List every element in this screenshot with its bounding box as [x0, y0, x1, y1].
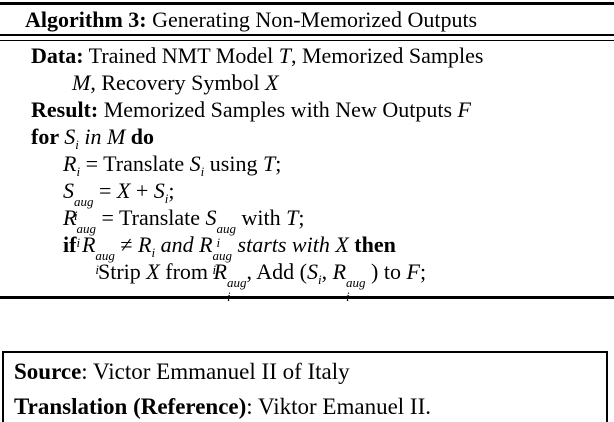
- math-var-X: X: [265, 70, 279, 95]
- math-var-R-aug-i: R: [199, 232, 213, 257]
- math-sup-aug: aug: [95, 248, 115, 263]
- translation-label: Translation (Reference): [14, 394, 247, 419]
- math-sub-i: i: [151, 245, 156, 260]
- algorithm-data-line-1: Data: Trained NMT Model T, Memorized Sam…: [0, 42, 614, 69]
- text-segment: Trained NMT Model: [83, 43, 279, 68]
- algorithm-caption-double-rule: [0, 34, 614, 41]
- starts-with-text: starts with: [232, 232, 336, 257]
- text-segment: ) to: [365, 259, 407, 284]
- math-var-X: X: [146, 259, 160, 284]
- text-segment: using: [204, 151, 263, 176]
- text-segment: with: [236, 205, 287, 230]
- math-var-R-aug-i: R: [213, 259, 227, 284]
- math-sub-i: i: [75, 137, 79, 152]
- math-var-T: T: [278, 43, 291, 68]
- math-var-S-aug-i: S: [63, 178, 74, 203]
- algorithm-top-rule: [0, 2, 614, 5]
- text-segment: Strip: [98, 259, 147, 284]
- math-var-R-i: R: [137, 232, 152, 257]
- math-var-M: M: [106, 124, 126, 149]
- math-sub-i: i: [76, 164, 81, 179]
- math-sub-i: i: [212, 262, 217, 277]
- math-var-S-aug-i: S: [205, 205, 217, 230]
- math-sub-i: i: [76, 235, 81, 250]
- math-var-F: F: [457, 97, 471, 122]
- algorithm-caption-title: Generating Non-Memorized Outputs: [146, 7, 478, 32]
- math-var-S-i: S: [306, 259, 318, 284]
- algorithm-caption: Algorithm 3: Generating Non-Memorized Ou…: [25, 6, 610, 34]
- if-keyword: if: [63, 232, 82, 257]
- math-sup-aug: aug: [346, 275, 366, 290]
- then-keyword: then: [348, 232, 396, 257]
- source-label: Source: [14, 359, 82, 384]
- example-translation-line: Translation (Reference): Viktor Emanuel …: [14, 389, 606, 422]
- math-var-S-i: S: [189, 151, 201, 176]
- math-sup-aug: aug: [212, 248, 233, 263]
- example-box: Source: Victor Emmanuel II of Italy Tran…: [2, 351, 608, 422]
- text-segment: = Translate: [95, 205, 206, 230]
- math-var-T: T: [262, 151, 276, 176]
- math-var-R-i: R: [63, 151, 77, 176]
- text-segment: = Translate: [80, 151, 190, 176]
- algorithm-body: Data: Trained NMT Model T, Memorized Sam…: [0, 42, 614, 303]
- text-segment: +: [130, 178, 154, 203]
- and-keyword: and: [155, 232, 200, 257]
- math-sub-i: i: [95, 262, 100, 277]
- text-segment: ;: [298, 205, 305, 230]
- math-sup-aug: aug: [226, 275, 247, 290]
- text-segment: ;: [275, 151, 282, 176]
- math-sub-i: i: [74, 208, 78, 223]
- math-var-M: M: [72, 70, 91, 95]
- math-var-X: X: [335, 232, 349, 257]
- algorithm-for-line: for Si in M do: [0, 123, 614, 152]
- math-sup-aug: aug: [76, 221, 96, 236]
- math-var-X: X: [116, 178, 131, 203]
- example-source-line: Source: Victor Emmanuel II of Italy: [14, 354, 606, 389]
- math-var-S-i: S: [64, 124, 76, 149]
- text-segment: ;: [168, 178, 175, 203]
- math-sub-i: i: [200, 164, 205, 179]
- algorithm-result-line: Result: Memorized Samples with New Outpu…: [0, 96, 614, 123]
- text-segment: =: [93, 178, 117, 203]
- not-equal-operator: ≠: [114, 232, 138, 257]
- algorithm-translate-line: Ri = Translate Si using T;: [0, 150, 614, 179]
- math-var-R-aug-i: R: [63, 205, 77, 230]
- math-sub-i: i: [216, 235, 221, 250]
- do-keyword: do: [125, 124, 155, 149]
- math-sup-aug: aug: [216, 221, 237, 236]
- math-sup-aug: aug: [74, 194, 94, 209]
- text-segment: ,: [321, 259, 333, 284]
- text-segment: , Add (: [246, 259, 307, 284]
- data-keyword: Data:: [31, 43, 84, 68]
- math-var-R-aug-i: R: [332, 259, 347, 284]
- text-segment: , Recovery Symbol: [90, 70, 266, 95]
- math-var-F: F: [406, 259, 420, 284]
- text-segment: ;: [419, 259, 427, 284]
- algorithm-caption-label: Algorithm 3:: [25, 7, 147, 32]
- math-sub-i: i: [317, 272, 322, 287]
- algorithm-bottom-rule: [0, 296, 614, 299]
- source-text: : Victor Emmanuel II of Italy: [81, 359, 350, 384]
- text-segment: Memorized Samples with New Outputs: [98, 97, 458, 122]
- text-segment: , Memorized Samples: [290, 43, 484, 68]
- math-sub-i: i: [164, 191, 169, 206]
- math-var-S-i: S: [153, 178, 165, 203]
- algorithm-data-line-2: M, Recovery Symbol X: [0, 69, 614, 96]
- in-keyword: in: [78, 124, 107, 149]
- math-var-T: T: [286, 205, 299, 230]
- translation-text: : Viktor Emanuel II.: [246, 394, 431, 419]
- text-segment: from: [159, 259, 214, 284]
- result-keyword: Result:: [31, 97, 99, 122]
- math-var-R-aug-i: R: [81, 232, 96, 257]
- for-keyword: for: [31, 124, 65, 149]
